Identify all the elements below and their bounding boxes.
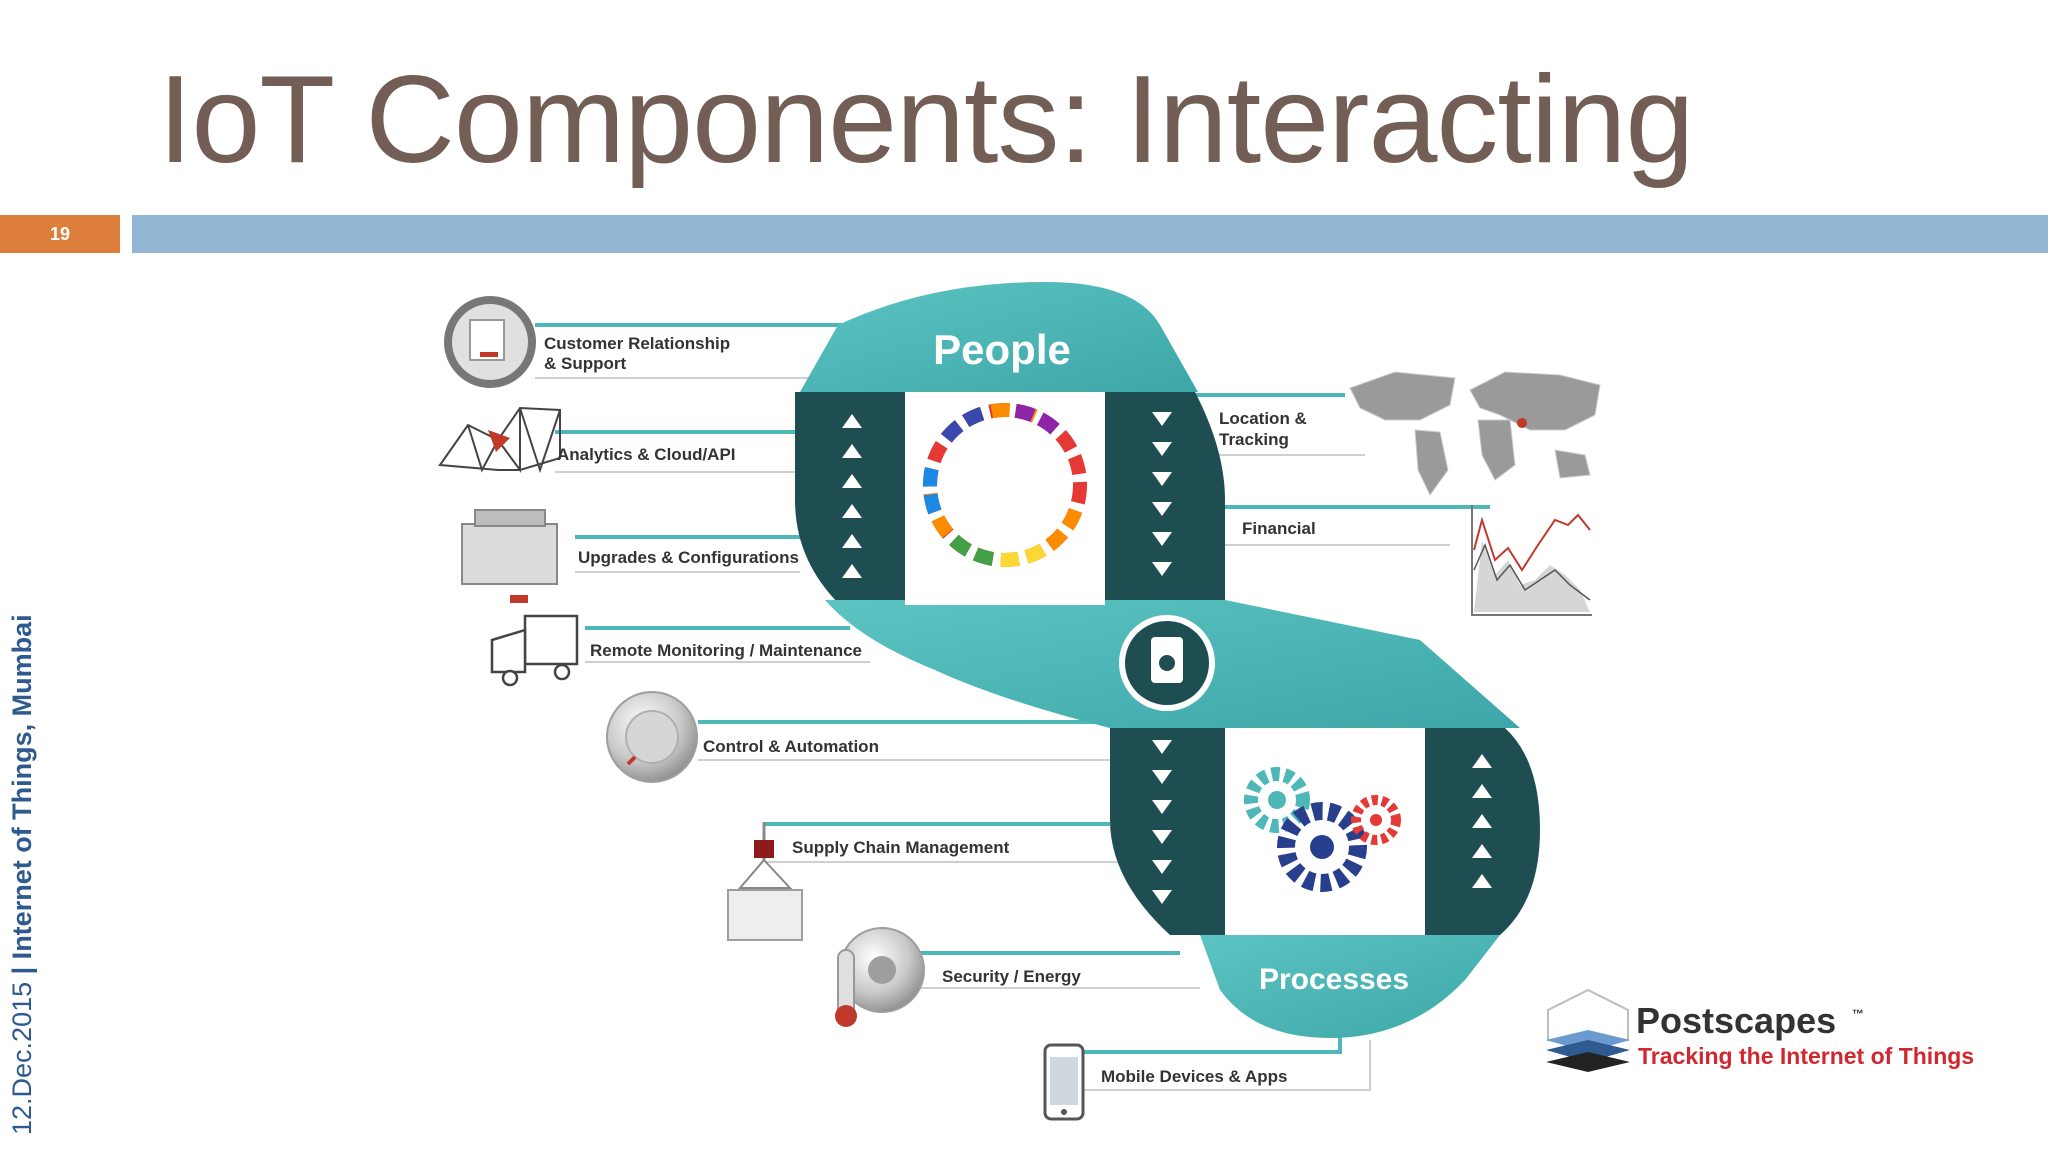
people-left-band <box>795 392 905 605</box>
up-arrows-processes <box>1472 754 1492 888</box>
page-number-badge: 19 <box>0 215 120 253</box>
truck-icon <box>490 614 579 687</box>
crane-hook-icon <box>727 822 803 941</box>
slide-title: IoT Components: Interacting <box>158 51 1694 189</box>
label-crm-line2: & Support <box>544 354 626 373</box>
control-knob-icon <box>606 691 698 783</box>
down-arrows-people <box>1152 412 1172 576</box>
postscapes-logo: Postscapes ™ Tracking the Internet of Th… <box>1546 988 1974 1072</box>
label-mobile-devices: Mobile Devices & Apps <box>1101 1067 1287 1086</box>
people-cap <box>800 282 1198 392</box>
connector-lines <box>535 323 1490 1091</box>
tablet-center-icon <box>1119 615 1215 711</box>
postscapes-logo-mark <box>1546 988 1630 1072</box>
brand-tagline: Tracking the Internet of Things <box>1638 1043 1974 1069</box>
brand-trademark: ™ <box>1852 1007 1864 1021</box>
down-arrows-processes <box>1152 740 1172 904</box>
brand-name: Postscapes <box>1636 1000 1836 1041</box>
people-ring-icon <box>923 403 1087 567</box>
label-location-line2: Tracking <box>1219 430 1289 449</box>
label-crm-line1: Customer Relationship <box>544 334 730 353</box>
processes-right-band <box>1425 728 1540 935</box>
label-supply-chain: Supply Chain Management <box>792 838 1010 857</box>
world-map-icon <box>1349 371 1601 496</box>
lock-thermometer-icon <box>835 927 925 1027</box>
title-rule-bar <box>132 215 2048 253</box>
processes-label: Processes <box>1259 963 1409 996</box>
diagram-labels: Customer Relationship & Support Analytic… <box>544 326 1409 1086</box>
analytics-network-icon <box>438 406 561 474</box>
label-location-line1: Location & <box>1219 409 1307 428</box>
label-financial: Financial <box>1242 519 1316 538</box>
stock-chart-icon <box>1471 505 1592 616</box>
mobile-phone-icon <box>1043 1043 1085 1121</box>
label-analytics: Analytics & Cloud/API <box>557 445 736 464</box>
up-arrows-people <box>842 414 862 578</box>
toolbox-icon <box>461 509 558 603</box>
label-security-energy: Security / Energy <box>942 967 1081 986</box>
crm-icon <box>444 296 536 388</box>
label-control-automation: Control & Automation <box>703 737 879 756</box>
people-label: People <box>933 326 1071 373</box>
page-number: 19 <box>49 224 71 244</box>
people-right-band <box>1105 392 1225 605</box>
gears-icon <box>1244 767 1401 892</box>
label-upgrades: Upgrades & Configurations <box>578 548 799 567</box>
label-remote-monitoring: Remote Monitoring / Maintenance <box>590 641 862 660</box>
processes-cap <box>1200 935 1500 1038</box>
ribbon <box>795 282 1540 1038</box>
